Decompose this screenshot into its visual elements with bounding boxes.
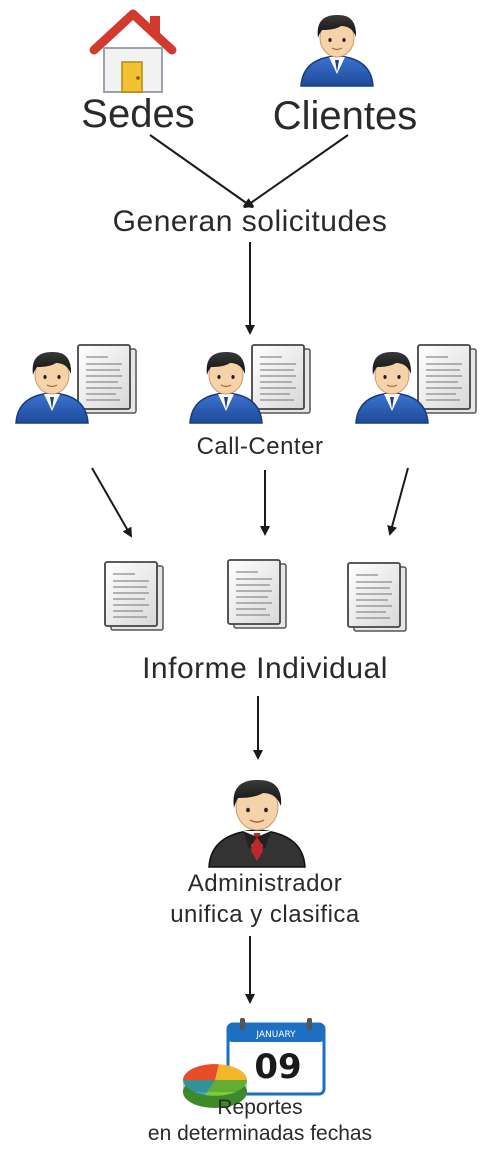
- document-icon: [227, 559, 287, 629]
- client-user-icon: [300, 14, 374, 87]
- calendar-month: JANUARY: [255, 1030, 296, 1040]
- informe-label: Informe Individual: [142, 652, 388, 685]
- document-icon: [104, 561, 164, 631]
- admin-label-line2: unifica y clasifica: [170, 901, 360, 928]
- calendar-icon: JANUARY 09: [226, 1018, 326, 1096]
- call-center-agent-icon: [355, 344, 477, 424]
- administrator-icon: [208, 779, 306, 868]
- reportes-label-line1: Reportes: [217, 1096, 303, 1119]
- arrow-sedes-to-generan: [149, 134, 254, 209]
- document-icon: [347, 562, 407, 632]
- calendar-day: 09: [254, 1047, 301, 1087]
- arrow-agent3-to-doc3: [387, 467, 409, 536]
- clientes-label: Clientes: [272, 94, 418, 138]
- call-center-agent-icon: [15, 344, 137, 424]
- sedes-label: Sedes: [81, 92, 195, 136]
- call-center-label: Call-Center: [196, 433, 324, 460]
- arrow-agent1-to-doc1: [91, 467, 132, 538]
- home-icon: [89, 9, 177, 93]
- pie-chart-icon: [183, 1064, 247, 1108]
- admin-label-line1: Administrador: [187, 870, 343, 897]
- reportes-label-line2: en determinadas fechas: [147, 1122, 373, 1145]
- flow-arrows: [91, 134, 409, 1004]
- arrow-clientes-to-generan: [243, 134, 349, 209]
- generan-label: Generan solicitudes: [112, 205, 388, 238]
- call-center-agent-icon: [189, 344, 311, 424]
